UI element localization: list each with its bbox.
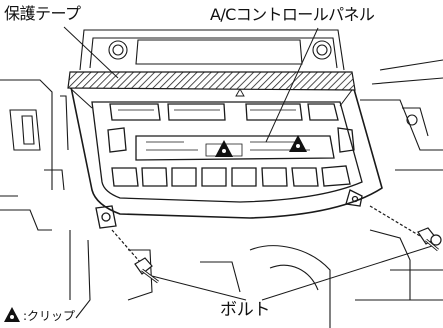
callout-protective-tape: 保護テープ [4,4,81,23]
clip-marker-left [215,140,233,157]
leader-ac-panel [265,27,319,143]
protective-tape [67,71,356,109]
bolt-right [369,205,442,252]
bolt-left [111,229,159,284]
clip-marker-right [289,135,307,152]
clip-marker-icon [215,135,307,157]
legend: :クリップ [3,304,75,326]
dashboard-background [0,29,443,328]
leader-bolt-right [261,245,433,301]
callout-ac-control-panel: A/Cコントロールパネル [210,5,375,24]
ac-control-panel [69,81,383,229]
clip-marker-icon [4,307,20,322]
callout-bolt: ボルト [220,300,271,320]
leader-protective-tape [63,26,119,79]
legend-text: :クリップ [23,308,76,323]
leader-lines [63,26,433,301]
leader-bolt-left [151,275,247,301]
